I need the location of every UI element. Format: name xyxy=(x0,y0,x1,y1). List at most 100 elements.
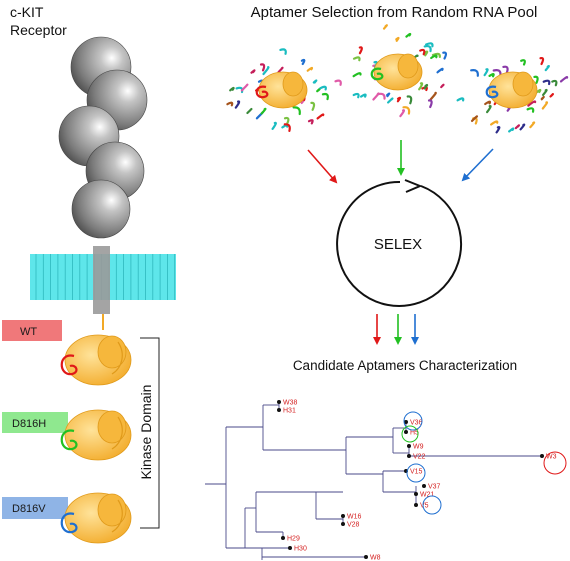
rna-strand xyxy=(430,54,438,60)
rna-strand xyxy=(240,83,249,92)
tree-leaf-node xyxy=(277,400,281,404)
rna-strand xyxy=(277,66,284,74)
rna-strand xyxy=(456,97,465,102)
transmembrane-helix xyxy=(93,246,110,314)
selection-title: Aptamer Selection from Random RNA Pool xyxy=(251,4,538,21)
tree-leaf-node xyxy=(288,546,292,550)
variant-label-d816v: D816V xyxy=(12,503,46,515)
pool-target-loop xyxy=(370,67,384,81)
activation-loop-d816v xyxy=(60,512,78,534)
rna-strand xyxy=(376,92,386,100)
variant-wt: WT xyxy=(2,320,62,341)
tree-leaf-node xyxy=(407,444,411,448)
rna-strand xyxy=(334,79,342,86)
arrow-d816v-to-selex xyxy=(461,148,494,182)
rna-strand xyxy=(300,58,306,66)
rna-strand xyxy=(542,88,548,96)
rna-strand xyxy=(279,48,287,55)
leaf-highlight-circle-h5 xyxy=(401,425,419,443)
arrow-wt-to-selex xyxy=(307,149,338,184)
kinase-domain-d816v xyxy=(60,492,132,544)
pool-kinase-lobe xyxy=(282,71,304,97)
rna-strand xyxy=(259,63,266,72)
rna-strand xyxy=(535,88,542,94)
rna-strand xyxy=(470,69,479,77)
rna-strand xyxy=(431,52,441,58)
selex-cycle xyxy=(336,180,463,307)
rna-strand xyxy=(427,99,433,109)
tree-leaf-label-w21: W21 xyxy=(420,492,435,499)
tree-leaf-node xyxy=(341,514,345,518)
rna-strand xyxy=(226,101,234,107)
rna-strand xyxy=(551,79,558,87)
tree-leaf-label-v36: V36 xyxy=(410,420,423,427)
rna-strand xyxy=(405,32,412,38)
tree-leaf-label-h30: H30 xyxy=(294,546,307,553)
rna-strand xyxy=(283,123,291,132)
variant-box-d816h xyxy=(2,412,68,433)
rna-strand xyxy=(520,59,526,66)
rna-strand xyxy=(508,127,515,133)
tree-leaf-node xyxy=(364,555,368,559)
receptor-title-line2: Receptor xyxy=(10,22,67,38)
leaf-highlight-circle-v5 xyxy=(422,495,442,515)
rna-strand xyxy=(360,93,367,98)
pool-kinase-lobe xyxy=(397,53,419,79)
kinase-domain-wt xyxy=(60,334,132,386)
rna-strand xyxy=(395,36,400,42)
variant-d816h: D816H xyxy=(2,412,68,433)
tree-leaf-label-w3: W3 xyxy=(546,454,557,461)
tree-leaf-node xyxy=(404,430,408,434)
tree-leaf-node xyxy=(277,408,281,412)
rna-strand xyxy=(406,95,413,105)
rna-strand xyxy=(544,64,550,72)
rna-strand xyxy=(559,75,569,83)
kinase-loop-orange-d816v xyxy=(111,499,123,533)
rna-strand xyxy=(424,50,429,57)
tree-leaf-node xyxy=(540,454,544,458)
rna-strand xyxy=(440,83,445,89)
kinase-loop-orange-d816h xyxy=(111,416,123,450)
tree-leaf-node xyxy=(404,420,408,424)
kinase-domain-d816h xyxy=(60,409,132,461)
rna-strand xyxy=(352,72,362,78)
tree-leaf-node xyxy=(414,492,418,496)
tree-leaf-label-w38: W38 xyxy=(283,400,298,407)
rna-strand xyxy=(358,46,363,55)
ig-domain-sphere-5 xyxy=(71,179,131,239)
rna-strand xyxy=(382,24,388,30)
kinase-loop-orange-wt xyxy=(111,341,123,375)
rna-strand xyxy=(540,95,545,101)
rna-strand xyxy=(425,42,434,48)
rna-strand xyxy=(386,92,391,98)
rna-strand xyxy=(316,87,321,93)
selex-label: SELEX xyxy=(374,236,422,253)
rna-strand xyxy=(492,69,502,76)
receptor-title-line1: c-KIT xyxy=(10,4,44,20)
rna-strand xyxy=(292,106,301,116)
rna-strand xyxy=(319,85,327,91)
tree-leaf-label-v37: V37 xyxy=(428,484,441,491)
rna-strand xyxy=(306,66,314,72)
rna-strand xyxy=(316,113,325,120)
variant-d816v: D816V xyxy=(2,497,68,519)
tree-leaf-label-w9: W9 xyxy=(413,444,424,451)
rna-strand xyxy=(486,105,492,114)
activation-loop-d816h xyxy=(60,429,78,451)
rna-strand xyxy=(542,79,551,86)
rna-strand xyxy=(442,51,448,60)
tree-leaf-label-v28: V28 xyxy=(347,522,360,529)
rna-strand xyxy=(514,124,521,130)
tree-leaf-node xyxy=(422,484,426,488)
rna-strand xyxy=(423,83,429,90)
rna-strand xyxy=(246,107,253,115)
tree-leaf-label-w16: W16 xyxy=(347,514,362,521)
variant-label-d816h: D816H xyxy=(12,418,46,430)
tree-leaf-label-v5: V5 xyxy=(420,503,429,510)
tree-leaf-label-w8: W8 xyxy=(370,555,381,561)
rna-strand xyxy=(321,92,329,101)
rna-strand xyxy=(352,92,360,99)
variant-box-d816v xyxy=(2,497,68,519)
rna-strand xyxy=(402,106,411,115)
